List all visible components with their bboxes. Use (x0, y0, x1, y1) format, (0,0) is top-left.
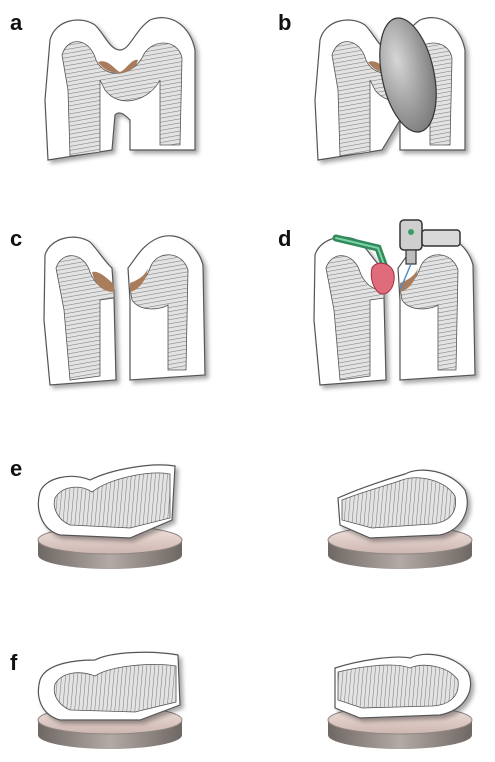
panel-c-left-half (44, 237, 116, 385)
panel-c-right-half (128, 236, 205, 380)
panel-label-d: d (278, 228, 291, 250)
panel-label-a: a (10, 12, 22, 34)
panel-d-left-half (314, 237, 386, 385)
panel-label-e: e (10, 458, 22, 480)
panel-label-b: b (278, 12, 291, 34)
panel-e-left-tooth (38, 465, 175, 538)
panel-e-right-tooth (338, 470, 467, 538)
panel-a-tooth (45, 18, 195, 160)
panel-f-left-tooth (38, 652, 180, 720)
panel-f-right-tooth (335, 654, 471, 718)
panel-label-f: f (10, 652, 17, 674)
panel-label-c: c (10, 228, 22, 250)
